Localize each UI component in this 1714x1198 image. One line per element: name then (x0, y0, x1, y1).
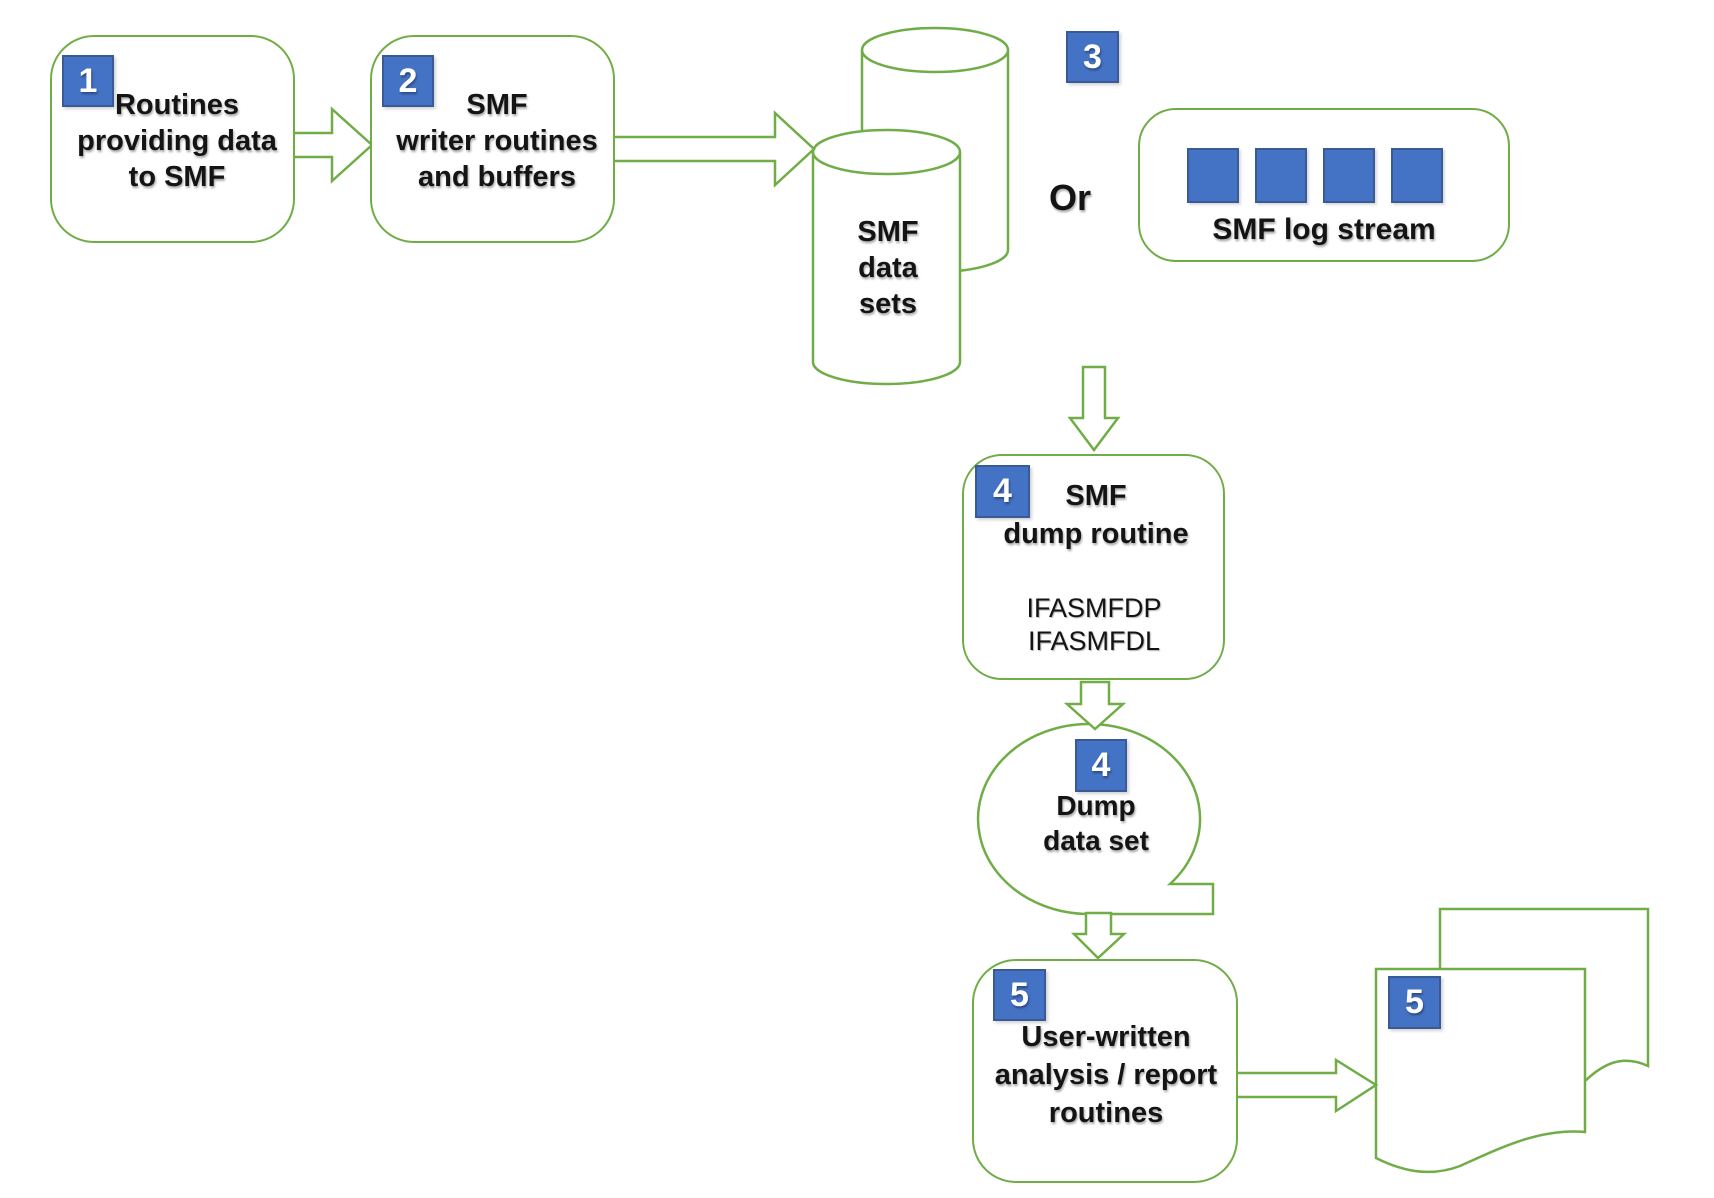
tape-symbol-dump-data-set (976, 722, 1215, 916)
dump-routine-label: SMF dump routine (1003, 480, 1189, 550)
log-stream-segment-icon (1323, 148, 1375, 203)
cylinder-data-sets-label: SMF data sets (857, 216, 919, 320)
box-smf-writer-label: SMF writer routines and buffers (396, 89, 598, 193)
dump-data-set-label: Dump data set (1043, 790, 1149, 856)
log-stream-segment-icon (1391, 148, 1443, 203)
log-stream-label: SMF log stream (1212, 213, 1436, 246)
step-badge-2: 2 (382, 55, 434, 107)
dump-routine-programs: IFASMFDP IFASMFDL (1026, 593, 1162, 656)
step-badge-4-dump-data-set: 4 (1075, 739, 1127, 792)
step-badge-4: 4 (975, 465, 1030, 518)
arrow-box2-to-data-sets (611, 110, 816, 188)
log-stream-segment-icon (1255, 148, 1307, 203)
arrow-dump-data-set-to-analysis (1070, 911, 1128, 960)
arrow-sources-to-dump-routine (1067, 365, 1121, 453)
log-stream-segment-icon (1187, 148, 1239, 203)
arrow-box1-to-box2 (291, 106, 374, 184)
step-badge-1: 1 (62, 55, 114, 107)
cylinder-smf-data-sets (811, 128, 962, 386)
step-badge-5-report: 5 (1388, 976, 1441, 1029)
step-badge-5: 5 (993, 969, 1046, 1021)
arrow-analysis-to-report (1234, 1057, 1379, 1114)
analysis-routines-label: User-written analysis / report routines (994, 1021, 1218, 1129)
box-routines-label: Routines providing data to SMF (77, 89, 277, 193)
or-label: Or (1048, 177, 1092, 218)
step-badge-3: 3 (1066, 31, 1119, 83)
arrow-dump-routine-to-dump-data-set (1063, 680, 1127, 731)
